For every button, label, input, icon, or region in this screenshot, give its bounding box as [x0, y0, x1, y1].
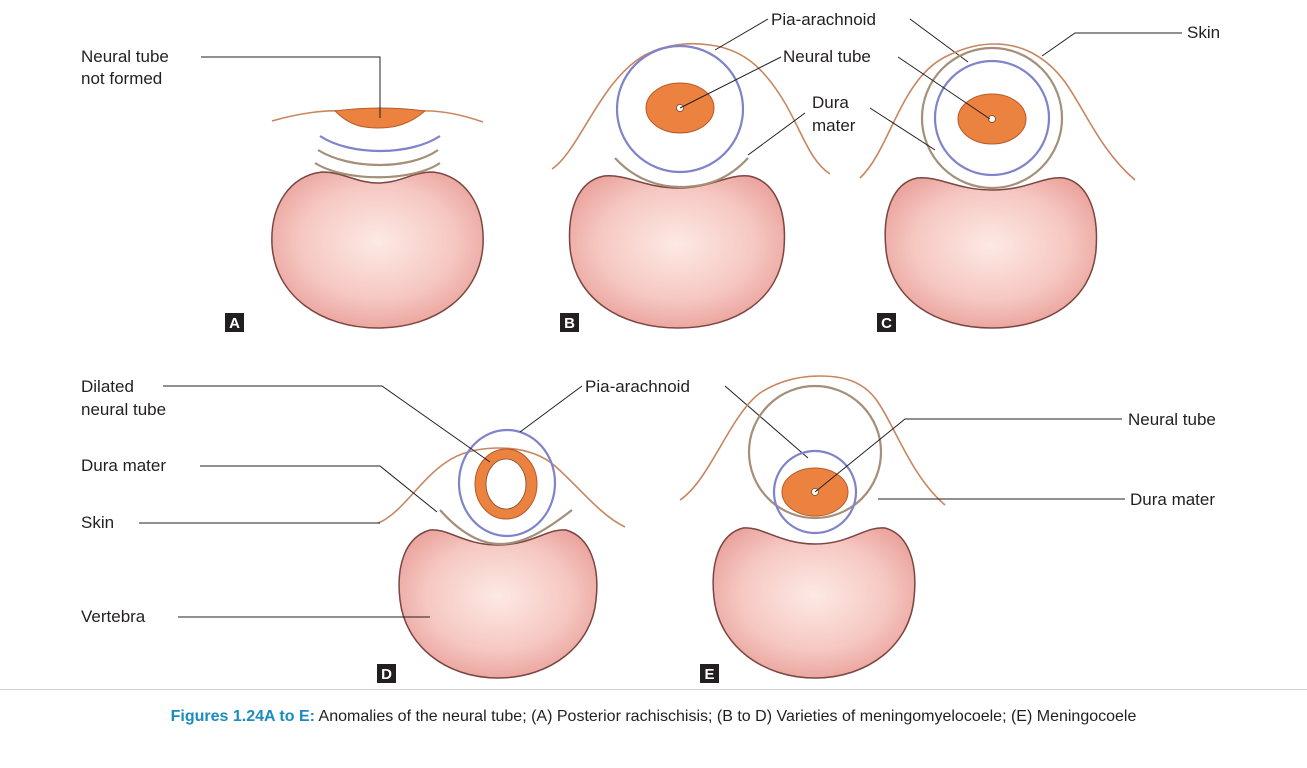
dilated-central-canal-d [485, 458, 527, 510]
vertebra-b [568, 175, 786, 329]
vertebra-a [271, 171, 484, 329]
label-dura-mater-b-line1: Dura [812, 93, 849, 112]
pia-arachnoid-de-label-group: Pia-arachnoid [519, 377, 809, 459]
caption-divider [0, 689, 1307, 690]
leader-neural-tube-b [679, 56, 782, 109]
leader-neural-tube-c [897, 56, 991, 120]
label-pia-arachnoid-bc: Pia-arachnoid [771, 10, 876, 29]
caption-text: Anomalies of the neural tube; (A) Poster… [318, 708, 1137, 725]
dura-mater-a [314, 162, 441, 179]
panel-letter-c: C [881, 315, 892, 332]
panel-letter-b-box [560, 313, 579, 332]
pia-arachnoid-bc-label-group: Pia-arachnoid [714, 10, 969, 63]
panel-b: B Neural tube Dura mater [551, 42, 871, 332]
panel-letter-c-box [877, 313, 896, 332]
leader-pia-arachnoid-c [909, 18, 969, 63]
panel-letter-e: E [704, 666, 714, 683]
leader-dura-mater-d [200, 465, 438, 513]
panel-e: E Neural tube Dura mater [679, 375, 1216, 683]
diagram: A Neural tube not formed B Neural tube D… [81, 10, 1220, 683]
panel-letter-a: A [229, 315, 240, 332]
vertebra-d [398, 529, 598, 679]
leader-neural-tube-not-formed [201, 56, 381, 118]
label-dilated-neural-tube-line2: neural tube [81, 400, 166, 419]
label-dura-mater-d: Dura mater [81, 456, 166, 475]
panel-a: A Neural tube not formed [81, 47, 484, 332]
panel-letter-e-box [700, 664, 719, 683]
label-neural-tube-not-formed-line2: not formed [81, 69, 162, 88]
leader-pia-arachnoid-d [519, 385, 583, 433]
skin-a [271, 110, 341, 122]
vertebra-e [712, 527, 916, 679]
label-dura-mater-b-line2: mater [812, 116, 856, 135]
skin-d [377, 447, 626, 528]
pia-arachnoid-c [933, 59, 1051, 177]
pia-arachnoid-a [319, 135, 441, 153]
panel-d: D Dilated neural tube Dura mater Skin Ve… [81, 377, 626, 683]
leader-pia-arachnoid-b [714, 18, 769, 51]
panel-letter-d: D [381, 666, 392, 683]
label-skin-c: Skin [1187, 23, 1220, 42]
dura-mater-b [614, 157, 749, 189]
label-vertebra: Vertebra [81, 607, 146, 626]
leader-neural-tube-e [814, 418, 1122, 493]
label-skin-d: Skin [81, 513, 114, 532]
panel-letter-d-box [377, 664, 396, 683]
dura-mater-a-inner [317, 149, 439, 167]
skin-e [679, 375, 946, 506]
dura-mater-d [439, 509, 573, 546]
leader-dilated-neural-tube [163, 385, 491, 463]
caption-label: Figures 1.24A to E: [170, 708, 315, 725]
figure-caption: Figures 1.24A to E: Anomalies of the neu… [0, 708, 1307, 726]
leader-pia-arachnoid-e [724, 385, 809, 459]
label-dilated-neural-tube-line1: Dilated [81, 377, 134, 396]
panel-c: C Skin [859, 23, 1220, 332]
pia-arachnoid-b [615, 44, 745, 174]
label-neural-tube-not-formed-line1: Neural tube [81, 47, 169, 66]
label-dura-mater-e: Dura mater [1130, 490, 1215, 509]
label-pia-arachnoid-de: Pia-arachnoid [585, 377, 690, 396]
label-neural-tube-b: Neural tube [783, 47, 871, 66]
pia-arachnoid-e [772, 449, 858, 535]
panel-letter-b: B [564, 315, 575, 332]
skin-a-right [419, 110, 484, 123]
skin-c [859, 43, 1136, 181]
pia-arachnoid-d [457, 428, 557, 538]
leader-skin-c [1041, 32, 1182, 57]
panel-letter-a-box [225, 313, 244, 332]
leader-dura-mater-c [869, 107, 936, 151]
leader-dura-mater-b [747, 112, 806, 156]
label-neural-tube-e: Neural tube [1128, 410, 1216, 429]
central-canal-c [988, 115, 996, 123]
vertebra-c [884, 177, 1098, 329]
skin-b [551, 42, 831, 175]
dura-mater-c [920, 46, 1064, 190]
dura-mater-e [747, 384, 883, 520]
